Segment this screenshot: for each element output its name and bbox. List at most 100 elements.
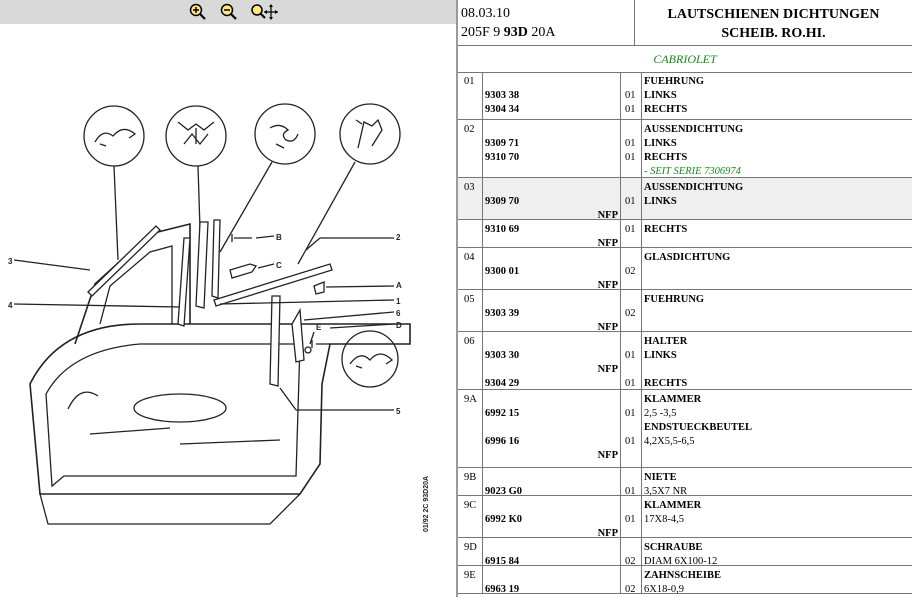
callout-1: 1 [396,297,401,306]
cell-part: 9303 30 NFP 9304 29 [483,332,621,389]
cell-pos: 9B [458,468,483,495]
part-number[interactable]: 6992 15 [485,408,520,419]
part-number[interactable]: 9309 70 [485,196,520,207]
part-description: ZAHNSCHEIBE [644,570,722,581]
position-number: 02 [464,124,475,135]
nfp-flag: NFP [597,280,618,291]
detail-circle-5 [341,330,399,388]
part-number[interactable]: 6996 16 [485,436,520,447]
cell-pos: 9D [458,538,483,565]
part-description: FUEHRUNG [644,76,705,87]
callout-6: 6 [396,309,401,318]
zoom-out-icon [220,3,237,20]
part-description: 2,5 -3,5 [644,408,677,419]
part-rivet-b [231,234,252,242]
seal-profile-icon [269,124,299,149]
cell-pos: 9C [458,496,483,537]
part-strip-4 [177,237,191,327]
cell-qty: 01 [621,178,642,219]
part-description: ENDSTUECKBEUTEL [644,422,752,433]
part-clip-a [313,281,325,295]
cell-pos: 03 [458,178,483,219]
part-description: GLASDICHTUNG [644,252,731,263]
quantity: 02 [625,556,636,567]
part-description: LINKS [644,196,677,207]
zoom-pan-button[interactable] [249,2,279,22]
part-description: AUSSENDICHTUNG [644,124,744,135]
zoom-in-button[interactable] [187,2,209,22]
quantity: 01 [625,224,636,235]
quantity: 01 [625,90,636,101]
part-description: HALTER [644,336,688,347]
part-description: KLAMMER [644,394,702,405]
cell-part: 6963 19 [483,566,621,595]
part-screw-c [229,263,258,279]
position-number: 04 [464,252,475,263]
part-number[interactable]: 9310 70 [485,152,520,163]
part-description: SCHRAUBE [644,542,703,553]
quantity: 01 [625,152,636,163]
model-variant: CABRIOLET [458,46,912,73]
part-screw-d [311,340,330,348]
part-number[interactable]: 9303 30 [485,350,520,361]
part-number[interactable]: 9303 38 [485,90,520,101]
quantity: 02 [625,584,636,595]
part-number[interactable]: 6992 K0 [485,514,523,525]
seal-profile-icon [349,353,394,369]
cell-desc: AUSSENDICHTUNG LINKS [642,178,912,219]
quantity: 01 [625,350,636,361]
cell-pos: 9A [458,390,483,467]
callout-d: D [396,321,402,330]
position-number: 9A [464,394,477,405]
cell-qty: 01 [621,468,642,497]
part-number[interactable]: 9300 01 [485,266,520,277]
part-number[interactable]: 6963 19 [485,584,520,595]
zoom-out-button[interactable] [218,2,240,22]
part-description: 4,2X5,5-6,5 [644,436,695,447]
part-number[interactable]: 9303 39 [485,308,520,319]
group-title-line1: LAUTSCHIENEN DICHTUNGEN [667,7,880,22]
position-number: 9B [464,472,477,483]
panel-divider[interactable] [456,0,458,597]
part-description: NIETE [644,472,677,483]
part-description: AUSSENDICHTUNG [644,182,744,193]
part-washer-e [304,346,312,354]
part-number[interactable]: 9023 G0 [485,486,523,497]
nfp-flag: NFP [597,528,618,539]
nfp-flag: NFP [597,364,618,375]
part-number[interactable]: 9310 69 [485,224,520,235]
callout-c: C [276,261,282,270]
position-number: 03 [464,182,475,193]
part-strip-3 [87,225,161,297]
cell-desc: RECHTS [642,220,912,247]
part-number[interactable]: 9304 34 [485,104,520,115]
cell-pos: 06 [458,332,483,389]
part-holder-6 [291,307,305,363]
part-number[interactable]: 9309 71 [485,138,520,149]
detail-circle-2 [254,103,316,165]
part-number[interactable]: 6915 84 [485,556,520,567]
part-description: FUEHRUNG [644,294,705,305]
part-description: 3,5X7 NR [644,486,688,497]
part-description: RECHTS [644,378,688,389]
part-number[interactable]: 9304 29 [485,378,520,389]
